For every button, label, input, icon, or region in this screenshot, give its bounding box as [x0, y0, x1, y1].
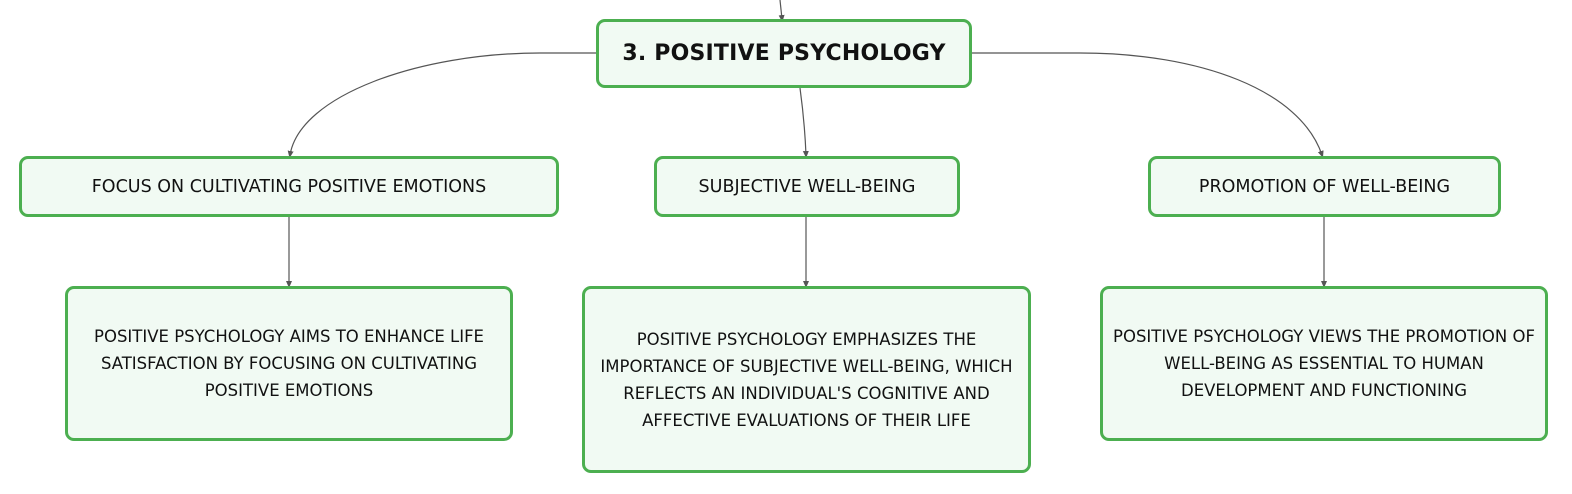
- detail-node-text: POSITIVE PSYCHOLOGY EMPHASIZES THE IMPOR…: [600, 329, 1013, 430]
- connector-from-parent: [778, 0, 785, 22]
- branch-node-promotion-of-well-being[interactable]: PROMOTION OF WELL-BEING: [1148, 156, 1501, 217]
- connector-root-to-center: [799, 87, 809, 158]
- connector-root-to-right: [972, 52, 1324, 158]
- detail-node-positive-emotions[interactable]: POSITIVE PSYCHOLOGY AIMS TO ENHANCE LIFE…: [65, 286, 513, 441]
- detail-node-text: POSITIVE PSYCHOLOGY VIEWS THE PROMOTION …: [1113, 327, 1535, 400]
- branch-node-positive-emotions[interactable]: FOCUS ON CULTIVATING POSITIVE EMOTIONS: [19, 156, 559, 217]
- branch-node-label: FOCUS ON CULTIVATING POSITIVE EMOTIONS: [91, 176, 487, 197]
- branch-node-label: PROMOTION OF WELL-BEING: [1198, 176, 1451, 197]
- root-node-label: 3. POSITIVE PSYCHOLOGY: [622, 41, 946, 66]
- detail-node-promotion-of-well-being[interactable]: POSITIVE PSYCHOLOGY VIEWS THE PROMOTION …: [1100, 286, 1548, 441]
- branch-node-subjective-well-being[interactable]: SUBJECTIVE WELL-BEING: [654, 156, 960, 217]
- connector-root-to-left: [287, 52, 596, 158]
- branch-node-label: SUBJECTIVE WELL-BEING: [698, 176, 916, 197]
- detail-node-subjective-well-being[interactable]: POSITIVE PSYCHOLOGY EMPHASIZES THE IMPOR…: [582, 286, 1031, 473]
- root-node[interactable]: 3. POSITIVE PSYCHOLOGY: [596, 19, 972, 88]
- detail-node-text: POSITIVE PSYCHOLOGY AIMS TO ENHANCE LIFE…: [94, 327, 484, 400]
